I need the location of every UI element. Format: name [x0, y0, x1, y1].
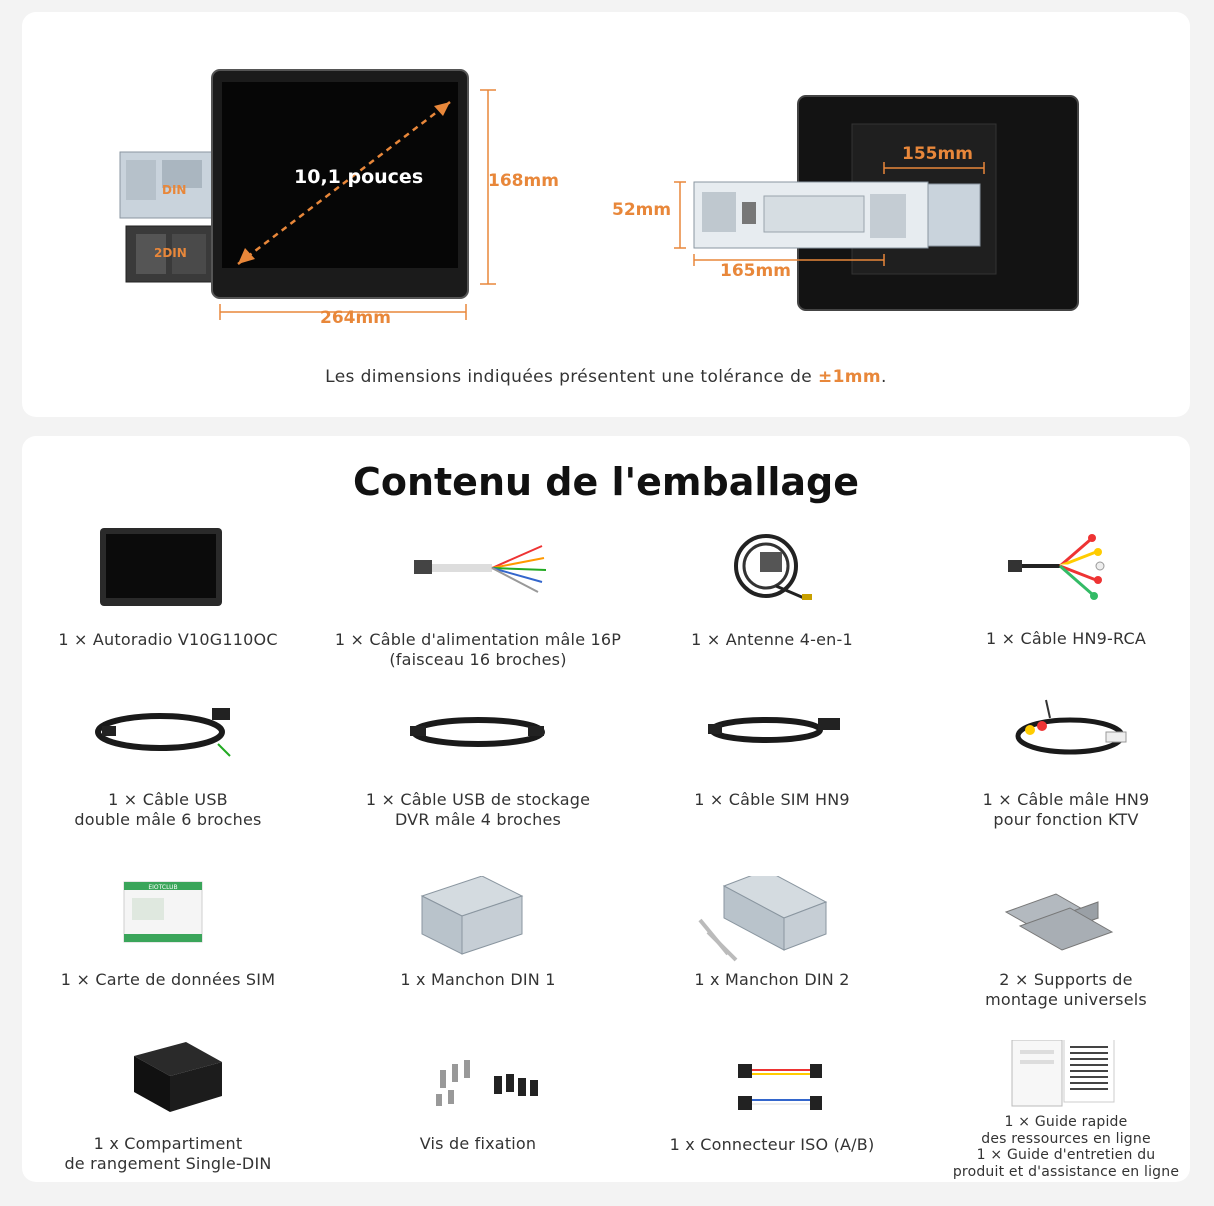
- sim-card-icon: EIOTCLUB: [123, 881, 203, 943]
- item-caption: 1 x Manchon DIN 2: [694, 970, 850, 989]
- screws-icon: [436, 1060, 538, 1106]
- item-caption: 1 x Manchon DIN 1: [400, 970, 556, 989]
- chassis-width-label: 165mm: [720, 261, 791, 281]
- tolerance-note: Les dimensions indiquées présentent une …: [325, 367, 887, 387]
- item-caption: 2 × Supports de montage universels: [985, 970, 1147, 1009]
- dimensions-card: DIN 2DIN 10,1 pouces 168mm 264mm 52mm 15…: [22, 12, 1190, 417]
- tolerance-value: ±1mm: [817, 367, 882, 387]
- chassis-height-label: 52mm: [612, 200, 672, 220]
- sim-card-brand: EIOTCLUB: [148, 884, 177, 891]
- power-cable-icon: [414, 545, 547, 593]
- item-caption: 1 × Câble SIM HN9: [694, 790, 850, 809]
- item-caption: 1 × Câble HN9-RCA: [985, 629, 1147, 648]
- iso-connector-icon: [738, 1064, 822, 1110]
- rca-cable-icon: [1008, 534, 1105, 600]
- front-unit-illustration: [119, 69, 1079, 320]
- sim-cable-icon: [708, 717, 840, 743]
- height-label: 168mm: [488, 171, 559, 191]
- mounting-bracket-icon: [1004, 893, 1114, 951]
- din-cage: [119, 151, 217, 283]
- din2-label: 2DIN: [154, 246, 187, 260]
- item-caption: 1 × Antenne 4-en-1: [691, 630, 853, 649]
- package-title: Contenu de l'emballage: [352, 460, 860, 504]
- item-caption: 1 × Guide rapide des ressources en ligne…: [952, 1114, 1180, 1180]
- item-caption: Vis de fixation: [419, 1134, 537, 1153]
- item-caption: 1 x Compartiment de rangement Single-DIN: [64, 1134, 272, 1173]
- din-label: DIN: [162, 183, 187, 197]
- depth-label: 155mm: [902, 144, 973, 164]
- item-caption: 1 × Autoradio V10G110OC: [58, 630, 278, 649]
- item-caption: 1 × Câble d'alimentation mâle 16P (faisc…: [334, 630, 622, 669]
- storage-box-icon: [134, 1042, 222, 1112]
- item-caption: 1 × Câble mâle HN9 pour fonction KTV: [982, 790, 1150, 829]
- item-caption: 1 x Connecteur ISO (A/B): [669, 1135, 875, 1154]
- screen-display: [222, 82, 458, 268]
- car-radio-icon: [100, 528, 222, 606]
- package-card: Contenu de l'emballage 1 × Autoradio V10…: [22, 436, 1190, 1182]
- diagonal-label: 10,1 pouces: [294, 166, 424, 188]
- din2-sleeve-icon: [698, 876, 828, 962]
- dvr-usb-cable-icon: [410, 717, 545, 747]
- width-label: 264mm: [320, 308, 391, 328]
- usb-cable-icon: [95, 708, 231, 757]
- antenna-icon: [734, 534, 812, 600]
- din1-sleeve-icon: [420, 876, 524, 955]
- ktv-cable-icon: [1015, 699, 1127, 755]
- item-caption: 1 × Câble USB double mâle 6 broches: [74, 790, 262, 829]
- item-caption: 1 × Câble USB de stockage DVR mâle 4 bro…: [365, 790, 591, 829]
- item-caption: 1 × Carte de données SIM: [60, 970, 276, 989]
- manual-icon: [1011, 1040, 1115, 1107]
